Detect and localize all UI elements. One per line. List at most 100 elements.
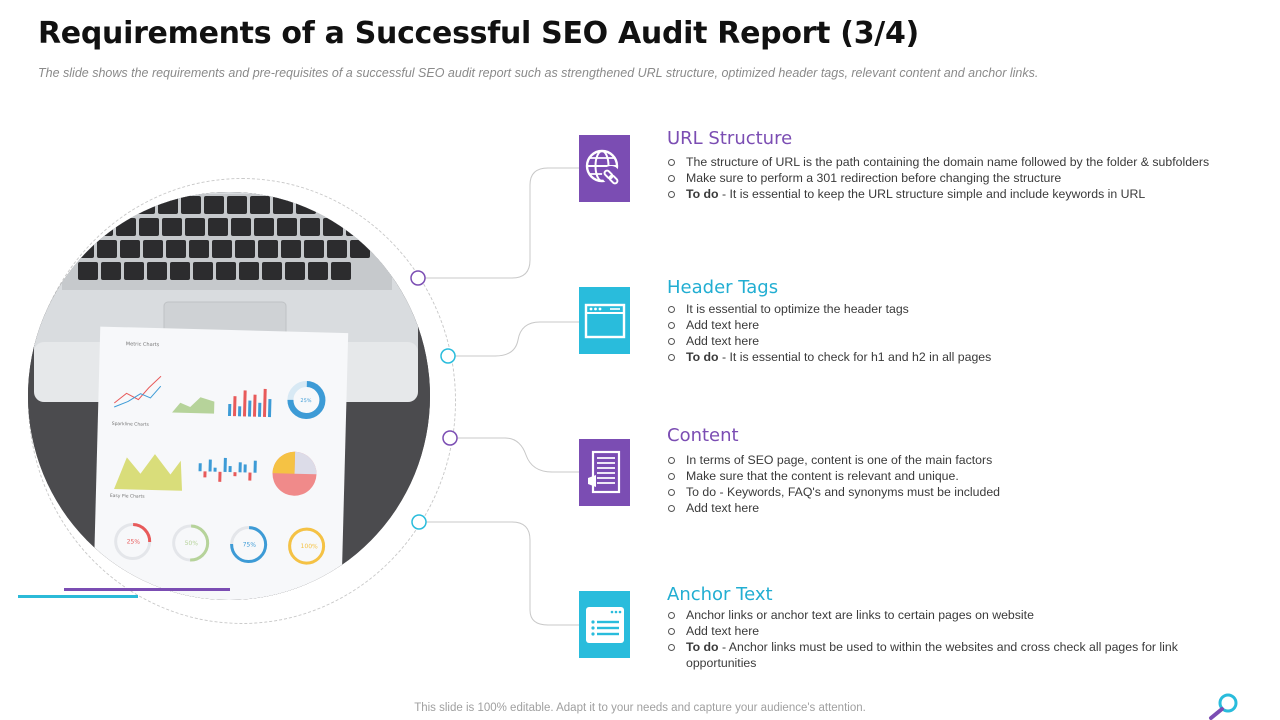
sparkline-bar: [238, 462, 242, 473]
mini-bar: [257, 402, 262, 417]
bullet-bold-label: To do: [686, 640, 719, 654]
sparkline-label: Sparkline Charts: [112, 421, 150, 428]
keyboard-key: [273, 196, 293, 214]
mini-bar: [252, 394, 257, 417]
keyboard-key: [254, 218, 274, 236]
accent-bar-purple: [64, 588, 230, 591]
keyboard-key: [204, 196, 224, 214]
bullet-item: In terms of SEO page, content is one of …: [667, 452, 1267, 468]
bullet-text: - It is essential to check for h1 and h2…: [718, 350, 992, 364]
mini-bar: [242, 390, 247, 417]
mini-bar: [262, 388, 267, 417]
sparkline-bar: [253, 460, 257, 473]
keyboard-key: [185, 218, 205, 236]
keyboard-key: [231, 218, 251, 236]
bullet-text: It is essential to optimize the header t…: [686, 302, 909, 316]
keyboard-key: [239, 262, 259, 280]
sparkline-bar: [233, 472, 237, 477]
item-title-header-tags: Header Tags: [667, 277, 779, 298]
report-title: Metric Charts: [126, 341, 160, 348]
keyboard-key: [89, 196, 109, 214]
bullet-item: The structure of URL is the path contain…: [667, 154, 1267, 170]
sparkline-bar: [223, 457, 227, 472]
bullet-item: To do - It is essential to keep the URL …: [667, 186, 1267, 202]
bullet-text: In terms of SEO page, content is one of …: [686, 453, 993, 467]
gauge-arc: [114, 523, 152, 561]
keyboard-key: [365, 196, 385, 214]
keyboard-key: [147, 262, 167, 280]
bullet-list-content: In terms of SEO page, content is one of …: [667, 452, 1267, 516]
sparkline-bar: [198, 463, 202, 472]
gauge-arc: [230, 526, 268, 564]
content-document-icon: [587, 450, 620, 493]
keyboard-key: [101, 262, 121, 280]
keyboard-key: [277, 218, 297, 236]
keyboard-key: [70, 218, 90, 236]
keyboard-key: [285, 262, 305, 280]
laptop-report-photo: Metric Charts 25% Sparkline Charts Easy …: [28, 192, 430, 600]
mini-bar: [267, 399, 272, 418]
bullet-list-anchor-text: Anchor links or anchor text are links to…: [667, 607, 1207, 671]
mini-bar: [232, 396, 237, 417]
bullet-item: To do - Keywords, FAQ's and synonyms mus…: [667, 484, 1267, 500]
browser-window-icon: [584, 303, 625, 338]
keyboard-key: [116, 218, 136, 236]
bullet-bold-label: To do: [686, 187, 719, 201]
bullet-text: - Anchor links must be used to within th…: [686, 640, 1178, 670]
bullet-item: It is essential to optimize the header t…: [667, 301, 1267, 317]
sparkline-bar: [248, 472, 252, 481]
keyboard-key: [193, 262, 213, 280]
bullet-bold-label: To do: [686, 350, 719, 364]
keyboard-key: [216, 262, 236, 280]
slide-title: Requirements of a Successful SEO Audit R…: [38, 16, 919, 51]
keyboard-key: [78, 262, 98, 280]
slide-subtitle: The slide shows the requirements and pre…: [38, 66, 1039, 80]
globe-link-icon: [585, 149, 620, 184]
bullet-item: Anchor links or anchor text are links to…: [667, 607, 1207, 623]
content-icon-box: [579, 439, 630, 506]
keyboard-key: [304, 240, 324, 258]
keyboard-key: [170, 262, 190, 280]
bullet-text: Add text here: [686, 624, 760, 638]
item-title-url-structure: URL Structure: [667, 128, 793, 149]
sparkline-bar: [203, 471, 207, 478]
bullet-text: Add text here: [686, 318, 760, 332]
keyboard-key: [166, 240, 186, 258]
gauge-label: 25%: [127, 538, 141, 545]
keyboard-key: [143, 240, 163, 258]
keyboard-key: [124, 262, 144, 280]
gauge-label: 75%: [243, 541, 257, 548]
bullet-text: - It is essential to keep the URL struct…: [718, 187, 1146, 201]
keyboard-key: [258, 240, 278, 258]
mini-bar: [227, 403, 232, 417]
gauge-label: 50%: [185, 540, 199, 547]
sparkline-bar: [218, 471, 222, 482]
donut-value: 25%: [300, 398, 312, 404]
sparkline-bar: [213, 467, 217, 472]
keyboard-key: [181, 196, 201, 214]
pie-label: Easy Pie Charts: [110, 493, 146, 500]
sparkline-bar: [208, 459, 212, 472]
list-window-icon: [585, 606, 624, 643]
item-title-anchor-text: Anchor Text: [667, 584, 773, 605]
keyboard-key: [331, 262, 351, 280]
bullet-text: Add text here: [686, 501, 760, 515]
keyboard-key: [300, 218, 320, 236]
keyboard-key: [66, 196, 86, 214]
url-structure-icon-box: [579, 135, 630, 202]
keyboard-key: [235, 240, 255, 258]
keyboard-key: [281, 240, 301, 258]
bullet-text: Make sure to perform a 301 redirection b…: [686, 171, 1062, 185]
gauge-arc: [172, 524, 210, 562]
bullet-text: The structure of URL is the path contain…: [686, 155, 1210, 169]
bullet-item: Add text here: [667, 623, 1207, 639]
bullet-item: Add text here: [667, 500, 1267, 516]
keyboard-key: [139, 218, 159, 236]
gauge-label: 100%: [301, 543, 319, 550]
keyboard-key: [212, 240, 232, 258]
gauge-arc: [288, 527, 326, 565]
bullet-item: To do - It is essential to check for h1 …: [667, 349, 1267, 365]
bullet-item: To do - Anchor links must be used to wit…: [667, 639, 1207, 671]
keyboard-key: [189, 240, 209, 258]
keyboard-key: [97, 240, 117, 258]
